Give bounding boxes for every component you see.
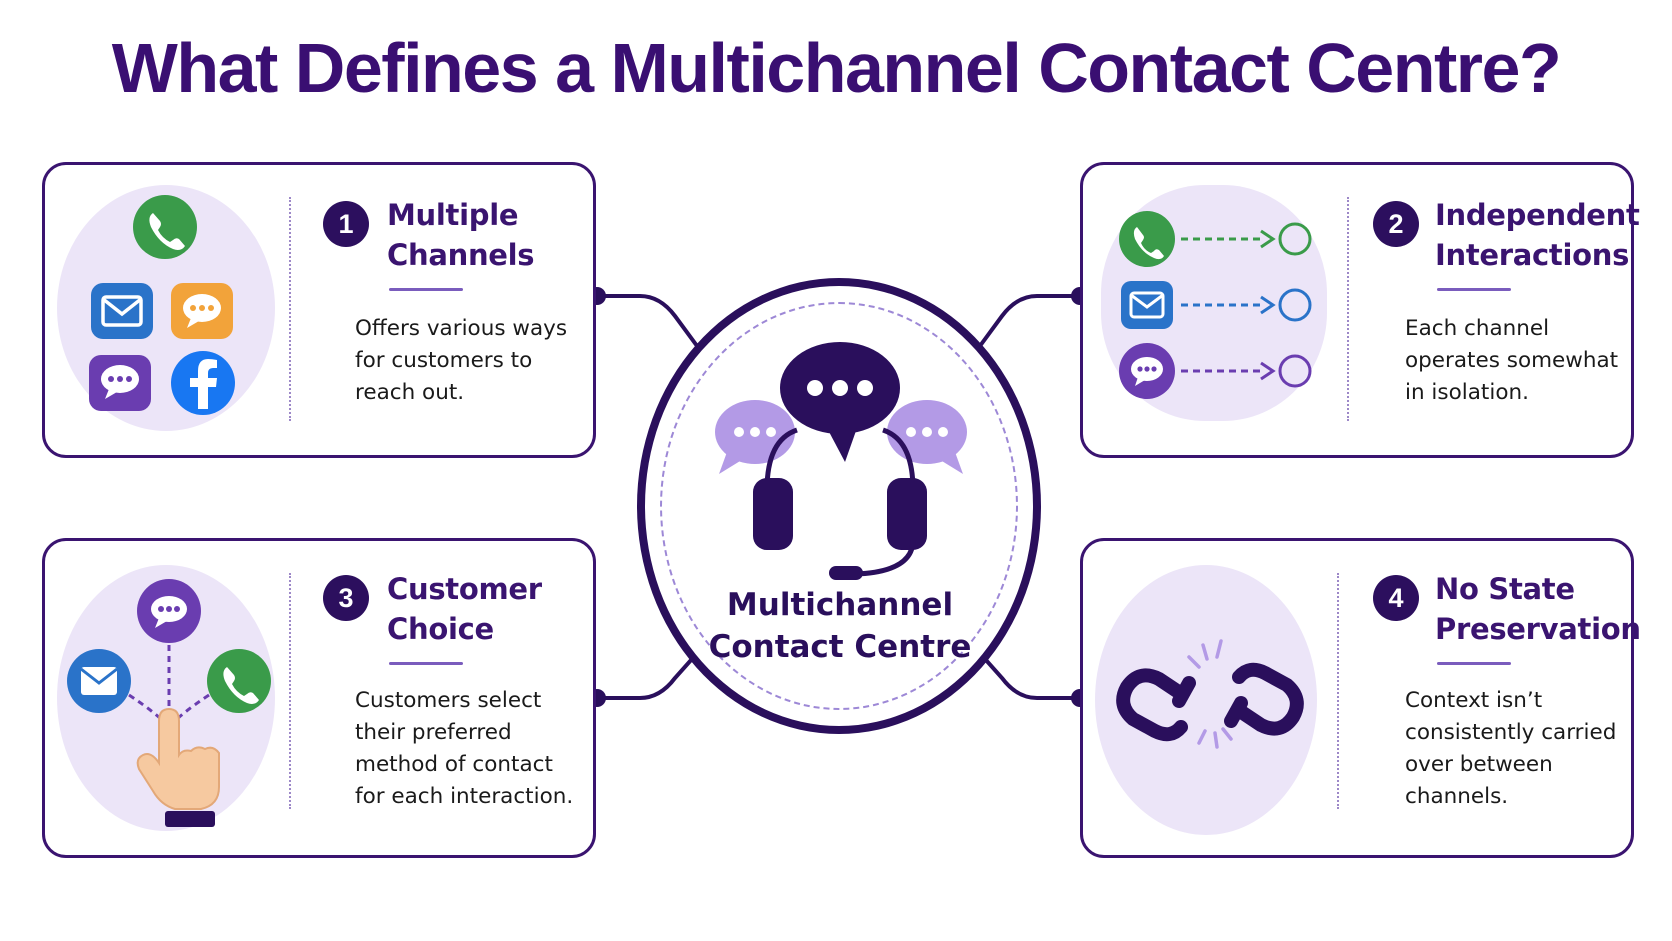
card-number-badge: 1 xyxy=(323,201,369,247)
phone-icon xyxy=(207,649,271,713)
card-heading: Multiple Channels xyxy=(387,195,535,275)
card-number-badge: 2 xyxy=(1373,201,1419,247)
card-description-line: for each interaction. xyxy=(355,784,574,809)
card-description-line: Context isn’t xyxy=(1405,688,1543,713)
email-icon xyxy=(67,649,131,713)
card-description-line: method of contact xyxy=(355,752,553,777)
connector-card2 xyxy=(975,294,1082,352)
center-inner-dashed-ring xyxy=(660,302,1018,710)
card-description-line: for customers to xyxy=(355,348,533,373)
connector-card4 xyxy=(975,648,1082,700)
email-icon xyxy=(91,283,153,339)
card-heading-line: No State xyxy=(1435,572,1575,606)
card-description: Each channel operates somewhat in isolat… xyxy=(1405,313,1618,409)
card-number-badge: 3 xyxy=(323,575,369,621)
card-description-line: reach out. xyxy=(355,380,465,405)
chat-bubble-icon xyxy=(89,355,151,411)
card-heading: Customer Choice xyxy=(387,569,542,649)
card-description: Offers various ways for customers to rea… xyxy=(355,313,567,409)
card-heading-rule xyxy=(1437,288,1511,291)
card-heading-line: Multiple xyxy=(387,198,519,232)
connector-card1 xyxy=(595,294,702,352)
card-description-line: Customers select xyxy=(355,688,542,713)
card-heading-rule xyxy=(1437,662,1511,665)
card-heading-line: Choice xyxy=(387,612,494,646)
phone-icon xyxy=(1119,211,1312,267)
circle-target-icon xyxy=(1278,354,1312,388)
card-description: Customers select their preferred method … xyxy=(355,685,573,813)
page-title: What Defines a Multichannel Contact Cent… xyxy=(111,29,1562,107)
broken-chain-icon xyxy=(1116,639,1304,749)
icon-background xyxy=(1095,565,1317,835)
speech-bubble-icon xyxy=(780,342,900,462)
card-divider xyxy=(1337,573,1339,809)
card-description-line: channels. xyxy=(1405,784,1509,809)
card-heading-rule xyxy=(389,662,463,665)
facebook-icon xyxy=(171,351,235,415)
center-label-line1: Multichannel xyxy=(726,587,954,623)
card-heading-line: Channels xyxy=(387,238,535,272)
card-divider xyxy=(1347,197,1349,421)
center-label: Multichannel Contact Centre xyxy=(640,584,1040,668)
card-heading-line: Interactions xyxy=(1435,238,1630,272)
card-heading-line: Customer xyxy=(387,572,542,606)
card-heading-rule xyxy=(389,288,463,291)
center-label-line2: Contact Centre xyxy=(708,629,972,665)
card-no-state-preservation: 4 No State Preservation Context isn’t co… xyxy=(1080,538,1641,858)
card-heading-line: Preservation xyxy=(1435,612,1641,646)
card-description-line: Each channel xyxy=(1405,316,1550,341)
card-multiple-channels: 1 Multiple Channels Offers various ways … xyxy=(42,162,596,458)
card-independent-interactions: 2 Independent Interactions Each channel … xyxy=(1080,162,1640,458)
card-description-line: over between xyxy=(1405,752,1553,777)
card-heading: Independent Interactions xyxy=(1435,195,1640,275)
independent-channels-icon xyxy=(1119,211,1312,399)
card-description-line: in isolation. xyxy=(1405,380,1529,405)
chat-icon xyxy=(137,579,201,643)
card-description-line: consistently carried xyxy=(1405,720,1617,745)
email-icon xyxy=(1121,281,1312,329)
card-divider xyxy=(289,573,291,809)
connector-card3 xyxy=(595,648,702,700)
phone-icon xyxy=(133,195,197,259)
card-description-line: operates somewhat xyxy=(1405,348,1619,373)
card-heading: No State Preservation xyxy=(1435,569,1641,649)
chat-icon xyxy=(171,283,233,339)
card-description-line: their preferred xyxy=(355,720,512,745)
card-heading-line: Independent xyxy=(1435,198,1640,232)
chat-icon xyxy=(1119,343,1312,399)
customer-choice-icon xyxy=(67,579,271,827)
pointing-hand-icon xyxy=(136,707,220,827)
circle-target-icon xyxy=(1278,288,1312,322)
headset-icon xyxy=(715,342,967,580)
circle-target-icon xyxy=(1278,222,1312,256)
card-divider xyxy=(289,197,291,421)
channels-icon-cluster xyxy=(89,195,235,415)
card-description: Context isn’t consistently carried over … xyxy=(1405,685,1616,813)
card-customer-choice: 3 Customer Choice Customers select their… xyxy=(42,538,596,858)
card-number-badge: 4 xyxy=(1373,575,1419,621)
card-description-line: Offers various ways xyxy=(355,316,568,341)
